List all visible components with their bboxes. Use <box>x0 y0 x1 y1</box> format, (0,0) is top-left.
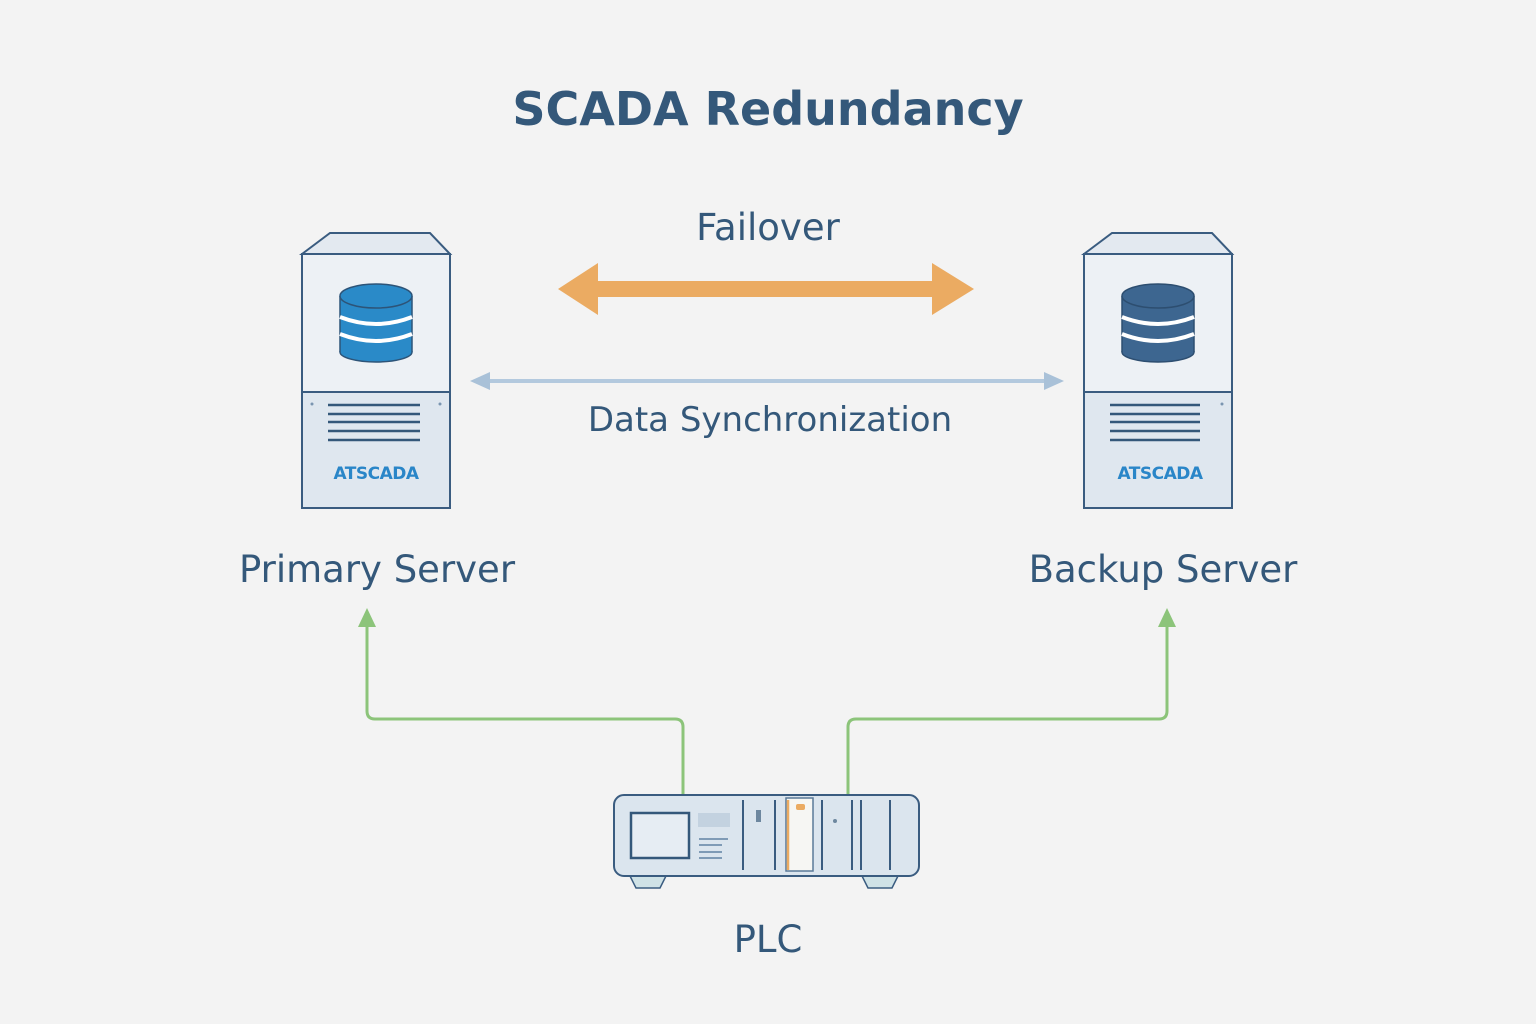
database-icon <box>339 283 413 363</box>
plc-device[interactable] <box>613 794 920 889</box>
server-vent-lines <box>310 402 442 442</box>
data-sync-arrow <box>470 372 1064 390</box>
data-sync-label: Data Synchronization <box>587 400 953 440</box>
failover-label: Failover <box>696 206 840 249</box>
primary-server-label: Primary Server <box>238 548 516 591</box>
database-icon <box>1121 283 1195 363</box>
plc-to-primary-link <box>358 608 685 796</box>
backup-server[interactable]: ATSCADA <box>1081 232 1235 509</box>
plc-label: PLC <box>733 918 803 961</box>
plc-to-backup-link <box>846 608 1176 796</box>
primary-brand-logo: ATSCADA <box>333 464 419 484</box>
server-vent-lines <box>1110 402 1224 442</box>
backup-server-label: Backup Server <box>1028 548 1298 591</box>
backup-brand-logo: ATSCADA <box>1117 464 1203 484</box>
primary-server[interactable]: ATSCADA <box>299 232 453 509</box>
diagram-title: SCADA Redundancy <box>512 82 1024 136</box>
failover-arrow <box>558 263 974 315</box>
